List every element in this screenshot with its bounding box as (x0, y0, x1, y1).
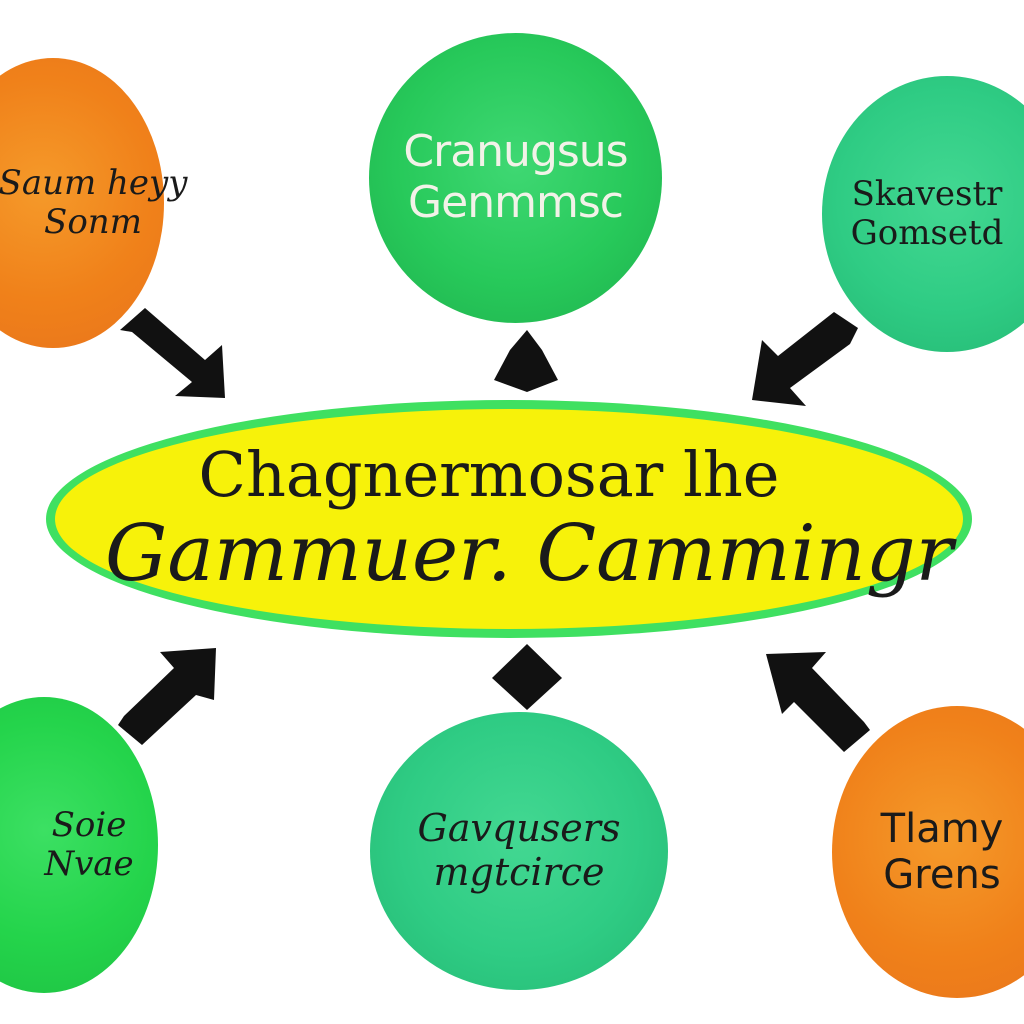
node-bottom-right: Tlamy Grens (832, 706, 1024, 998)
node-top-left-line1: Saum heyy (0, 162, 188, 203)
node-top-right-line2: Gomsetd (850, 213, 1004, 253)
arrow-bot-right (766, 652, 870, 752)
node-bottom-center: Gavqusers mgtcirce (370, 712, 668, 990)
node-bottom-left-line2: Nvae (44, 844, 134, 884)
arrow-top-center (494, 330, 558, 392)
arrow-bot-center (492, 644, 562, 710)
node-bottom-right-line1: Tlamy (880, 806, 1004, 852)
node-bottom-center-line1: Gavqusers (417, 806, 621, 851)
node-bottom-center-line2: mgtcirce (433, 850, 605, 894)
node-top-center: Cranugsus Genmmsc (369, 33, 662, 323)
node-top-center-line2: Genmmsc (408, 177, 624, 228)
node-top-right: Skavestr Gomsetd (822, 76, 1024, 352)
center-title-line1: Chagnermosar lhe (198, 437, 780, 511)
node-bottom-left-line1: Soie (51, 804, 127, 845)
node-bottom-right-line2: Grens (883, 852, 1001, 898)
central-ellipse: Chagnermosar lhe Gammuer. Cammingr (46, 400, 972, 638)
arrow-bot-left (118, 648, 216, 745)
arrow-top-left (120, 308, 225, 398)
node-top-right-line1: Skavestr (851, 173, 1003, 214)
node-top-center-line1: Cranugsus (403, 126, 628, 178)
arrow-top-right (752, 312, 858, 406)
node-top-left-line2: Sonm (44, 202, 142, 242)
center-title-line2: Gammuer. Cammingr (105, 508, 953, 599)
